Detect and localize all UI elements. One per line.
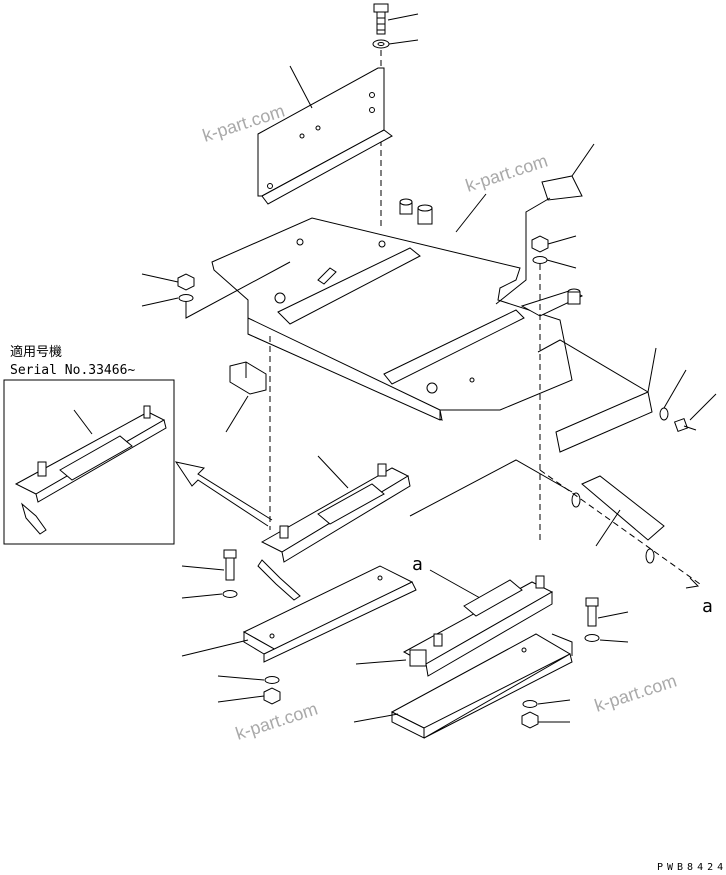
lower-left-washer	[222, 590, 238, 598]
leader-detail	[73, 409, 93, 435]
leader-cushion-2	[495, 197, 551, 305]
angle-bracket	[257, 67, 393, 205]
detail-arrow	[174, 461, 273, 527]
leader-lower-right-bolt	[597, 611, 629, 619]
leader-left-group	[185, 261, 291, 319]
lever-axis	[539, 469, 701, 585]
lower-right-washer	[584, 634, 600, 642]
cover-washer	[659, 407, 669, 421]
drawing-number: PWB8424	[657, 862, 726, 873]
left-washer	[178, 294, 194, 302]
leader-left-nut	[141, 273, 179, 283]
top-bolt	[373, 3, 389, 35]
lower-right-bolt	[585, 597, 599, 627]
watermark-3: k-part.com	[592, 671, 679, 716]
right-nut	[531, 235, 549, 253]
leader-right-nut	[547, 235, 577, 245]
leader-lower-left-washer	[181, 593, 223, 599]
lower-nut-3	[521, 711, 539, 729]
leader-lower-left-bolt	[181, 565, 225, 571]
watermark-4: k-part.com	[233, 699, 320, 744]
callout-a-right: a	[702, 596, 713, 617]
leader-block	[225, 395, 249, 433]
leader-cover-washer	[663, 369, 687, 409]
slide-rail-detail	[14, 405, 167, 535]
left-nut	[177, 273, 195, 291]
slide-rail-left	[257, 463, 411, 601]
channel-right	[390, 633, 573, 739]
leader-lower-washer-2	[217, 675, 265, 681]
leader-angle-bracket	[289, 65, 313, 109]
leader-right-washer	[546, 259, 577, 269]
serial-box-title: 適用号機	[10, 344, 62, 360]
serial-detail-box	[3, 379, 175, 545]
leader-cover-bolt	[689, 393, 717, 421]
seat-mount-plate	[211, 217, 573, 421]
callout-a-left: a	[412, 554, 423, 575]
leader-seat-plate	[455, 193, 487, 233]
leader-cover-plate	[647, 347, 657, 393]
leader-rail-link	[409, 459, 573, 517]
serial-box-serial: Serial No.33466~	[10, 363, 135, 378]
cover-bolt	[673, 417, 697, 433]
leader-lower-right-washer	[599, 639, 629, 643]
leader-lower-washer-3	[537, 699, 571, 705]
leader-top-washer	[388, 39, 419, 45]
spacer-2	[417, 204, 433, 225]
lever-grip	[571, 475, 665, 564]
leader-cushion	[571, 143, 595, 177]
arrow-head-right	[685, 577, 700, 589]
cushion-pad	[541, 175, 583, 201]
leader-lower-nut-2	[217, 695, 265, 703]
lower-washer-3	[522, 700, 538, 708]
lower-left-bolt	[223, 549, 237, 581]
leader-slide-rail	[317, 455, 349, 489]
leader-a-left	[429, 569, 481, 599]
right-washer	[532, 256, 548, 264]
block-piece	[229, 361, 267, 395]
leader-channel-right-2	[551, 633, 573, 656]
slide-rail-right	[402, 575, 554, 677]
watermark-2: k-part.com	[463, 151, 550, 196]
spacer-1	[399, 198, 413, 215]
leader-channel-left	[181, 639, 249, 657]
channel-left	[242, 565, 417, 663]
leader-lever-grip	[595, 509, 621, 547]
lower-washer-2	[264, 676, 280, 684]
leader-cover-link	[537, 339, 649, 393]
cover-plate	[555, 391, 653, 453]
leader-top-bolt	[387, 13, 419, 21]
leader-rail-right	[355, 659, 407, 665]
side-bracket	[520, 288, 584, 317]
lower-nut-2	[263, 687, 281, 705]
leader-left-washer	[141, 297, 179, 307]
top-washer	[372, 39, 390, 49]
leader-channel-right	[353, 713, 399, 723]
